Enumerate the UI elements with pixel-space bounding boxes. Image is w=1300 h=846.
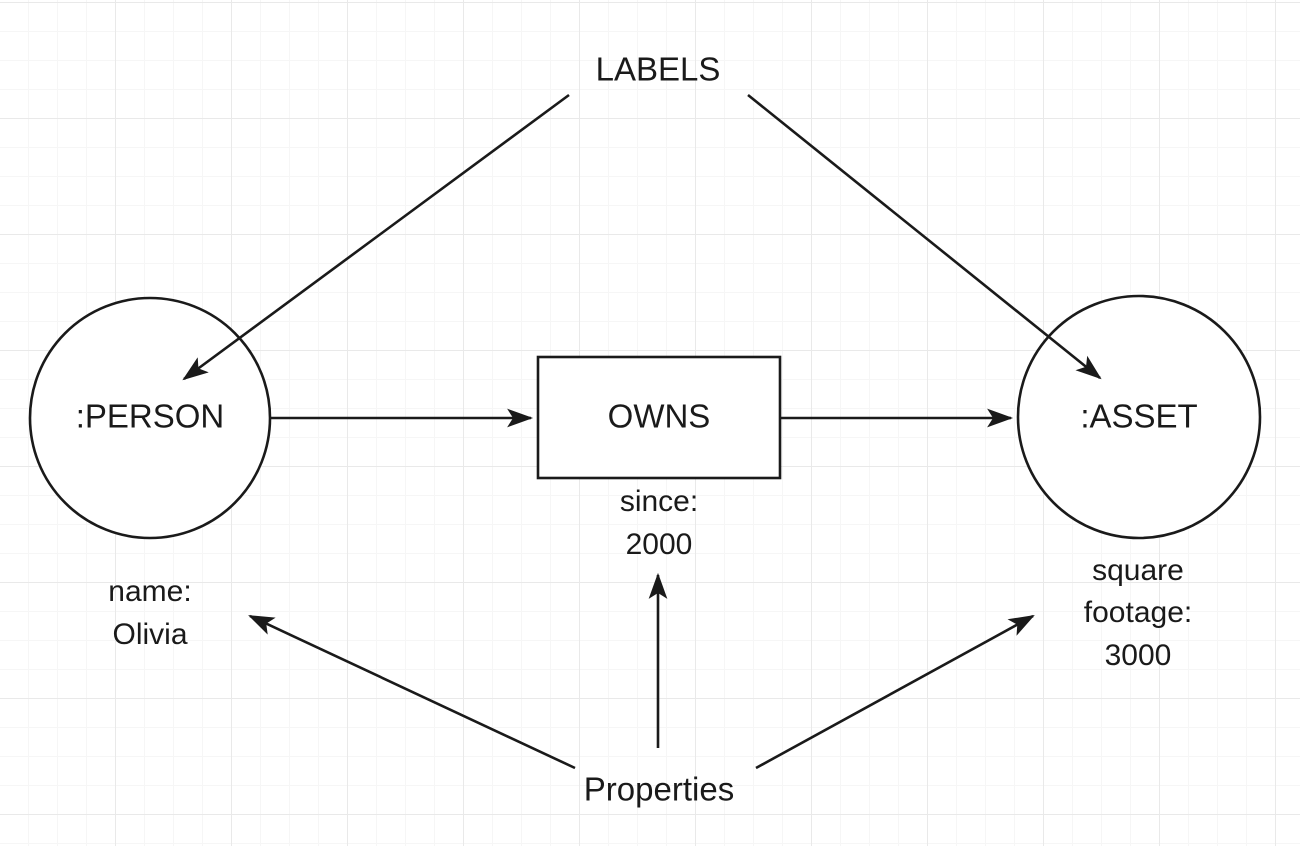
- asset-property-line-2: footage:: [1084, 596, 1192, 629]
- person-property-line-1: name:: [108, 575, 191, 608]
- asset-property-line-3: 3000: [1105, 639, 1172, 672]
- relationship-owns-label: OWNS: [608, 398, 711, 435]
- owns-property-line-2: 2000: [626, 528, 693, 561]
- annotation-labels-text: LABELS: [596, 51, 721, 88]
- person-property-line-2: Olivia: [112, 618, 187, 651]
- annotation-properties-text: Properties: [584, 771, 734, 808]
- node-person-label: :PERSON: [76, 398, 225, 435]
- annotation-arrow-properties-to-person-props: [248, 614, 576, 770]
- asset-property-line-1: square: [1092, 554, 1184, 587]
- annotation-arrow-labels-to-person: [182, 93, 570, 381]
- relationship-owns-box[interactable]: [536, 355, 782, 480]
- annotation-arrow-properties-to-asset-props: [755, 614, 1035, 770]
- annotation-arrow-labels-to-asset: [747, 93, 1102, 380]
- node-asset-label: :ASSET: [1080, 398, 1197, 435]
- owns-property-line-1: since:: [620, 485, 698, 518]
